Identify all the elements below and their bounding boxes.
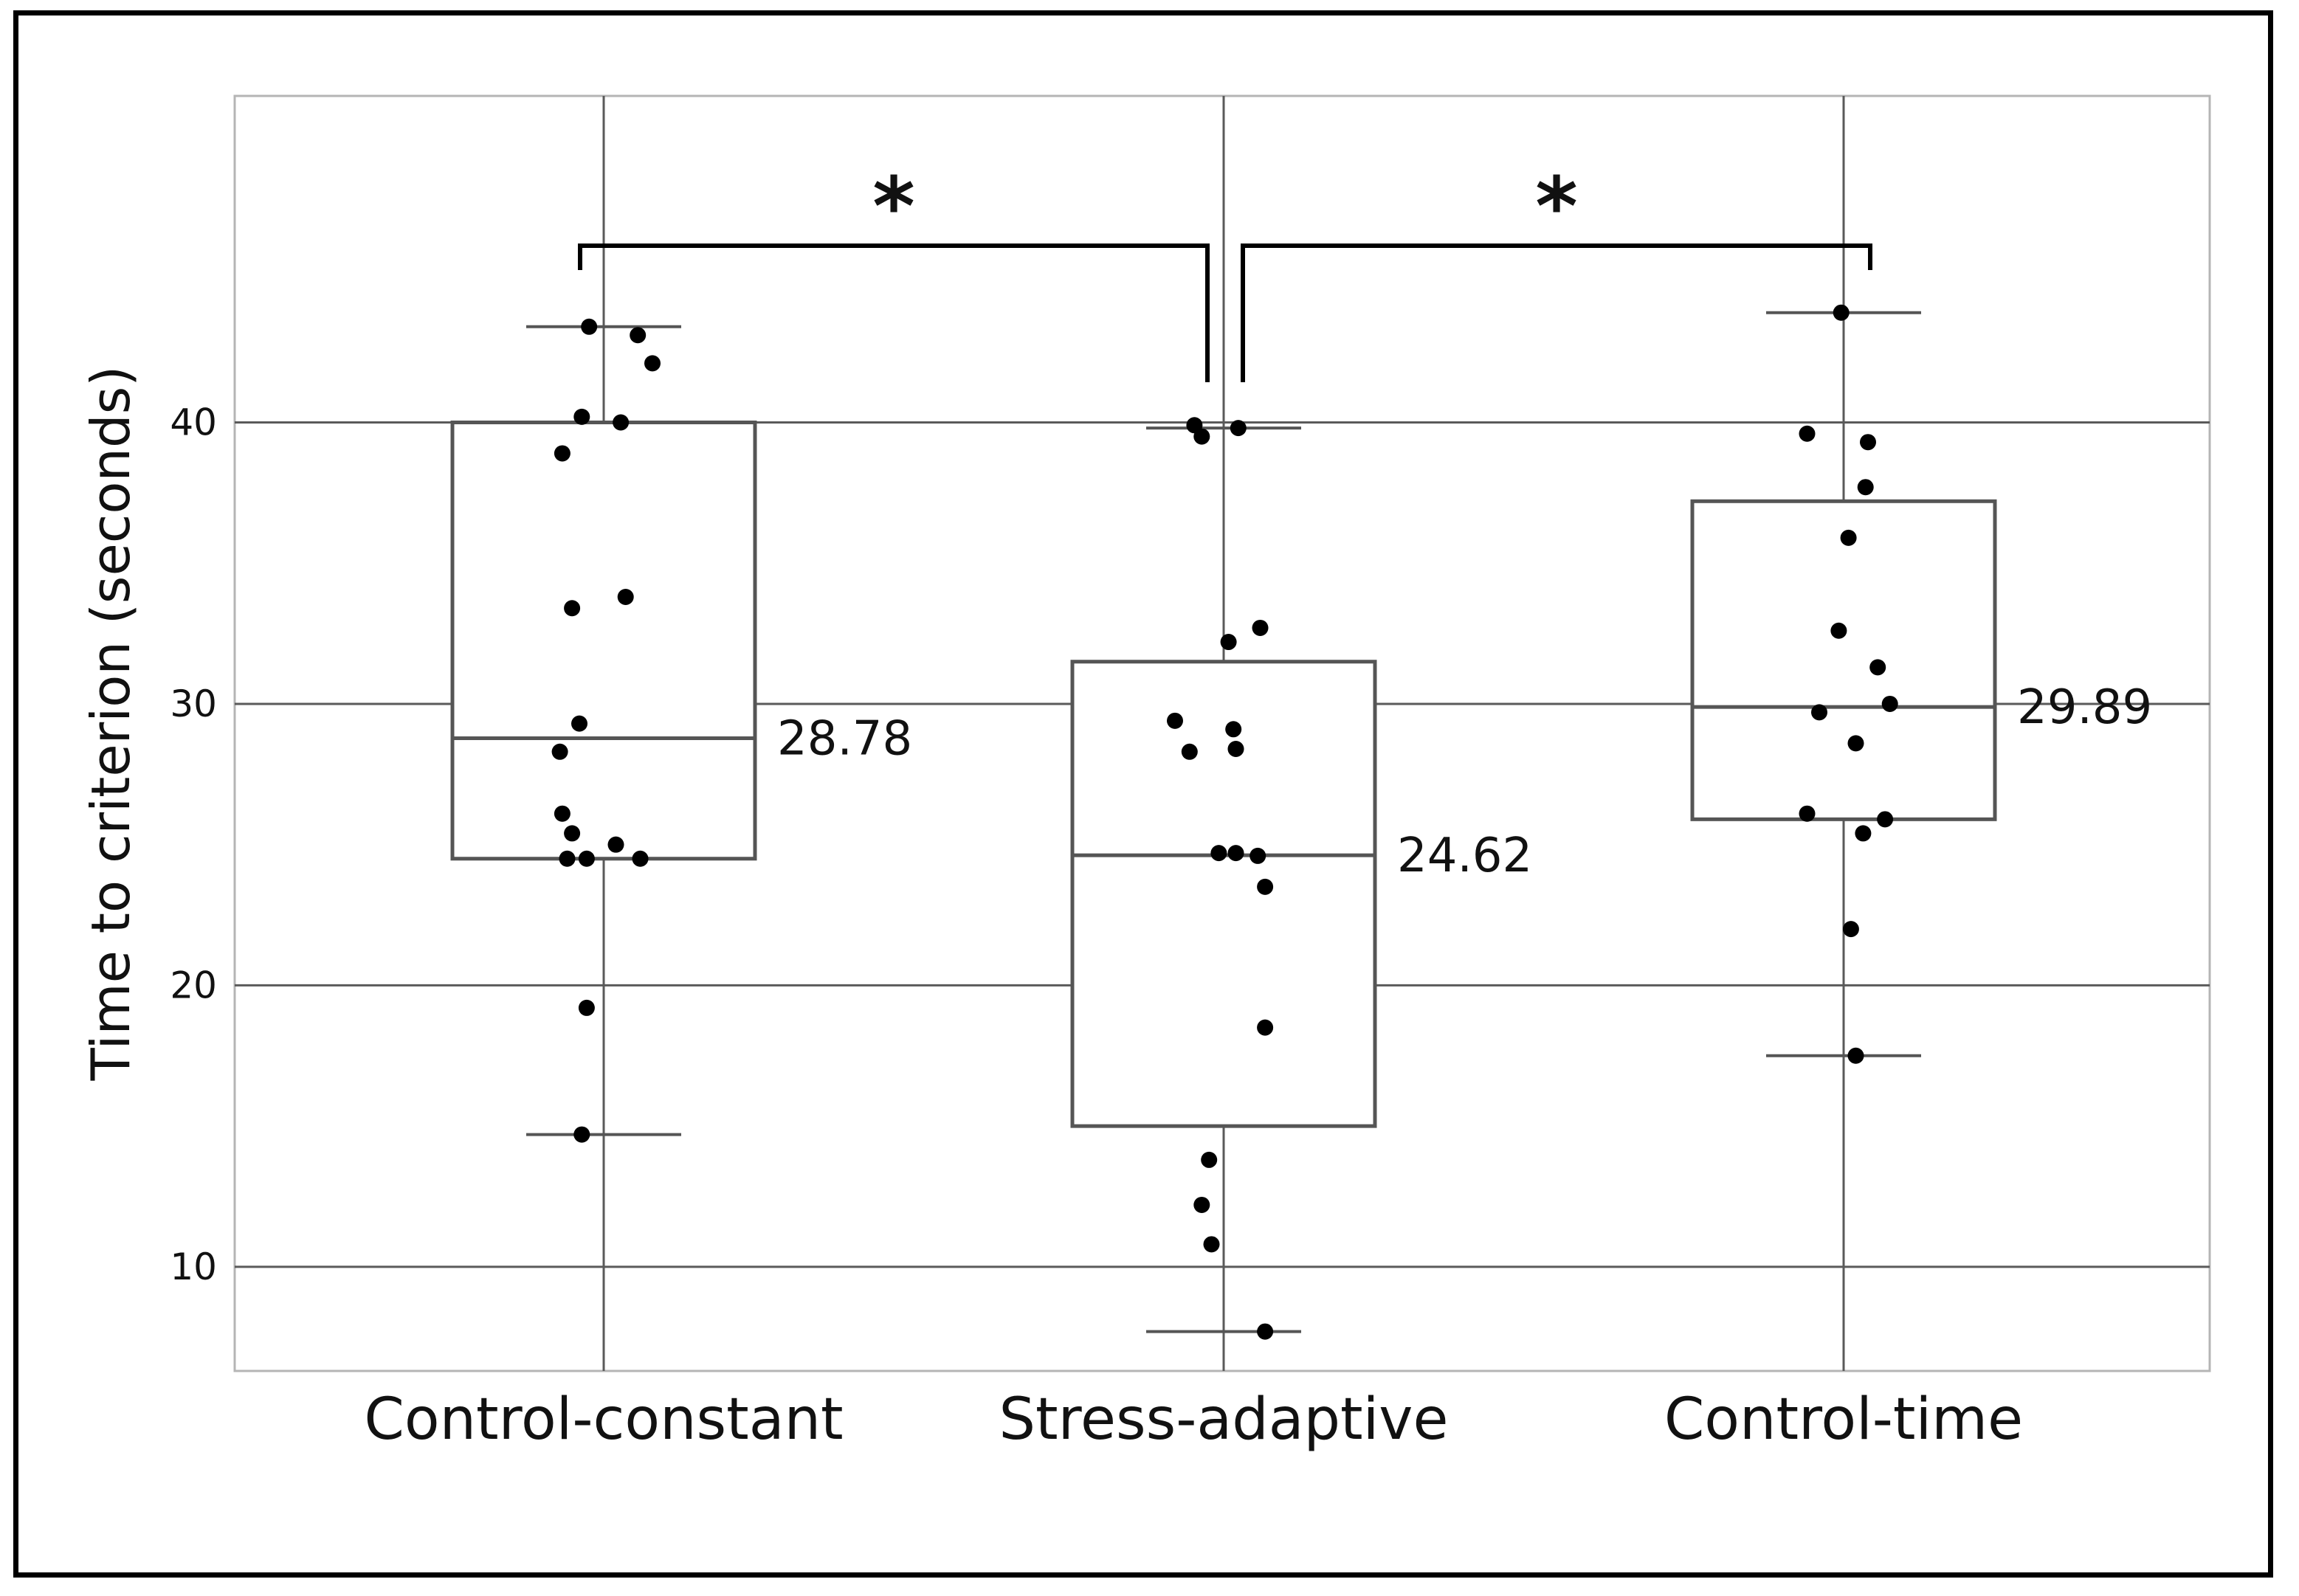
data-point-1-1 [581, 318, 598, 335]
data-point-1-3 [644, 355, 661, 372]
data-point-3-10 [1847, 735, 1864, 752]
data-point-1-14 [559, 850, 576, 867]
data-point-3-6 [1830, 622, 1847, 639]
data-point-3-12 [1877, 811, 1894, 828]
data-point-1-11 [554, 805, 571, 822]
data-point-3-1 [1833, 304, 1850, 321]
data-point-2-12 [1250, 847, 1266, 864]
data-point-1-10 [551, 743, 568, 760]
data-point-1-8 [617, 588, 634, 605]
box-2 [1070, 660, 1377, 1128]
data-point-1-16 [632, 850, 649, 867]
data-point-3-3 [1860, 434, 1876, 451]
data-point-1-15 [578, 850, 595, 867]
data-point-1-18 [573, 1126, 590, 1143]
data-point-2-14 [1257, 1019, 1274, 1036]
box-3 [1690, 499, 1997, 821]
data-point-1-2 [630, 327, 647, 344]
data-point-1-17 [578, 999, 595, 1016]
data-point-1-4 [573, 408, 590, 425]
data-point-2-18 [1257, 1323, 1274, 1340]
data-point-2-7 [1181, 743, 1198, 760]
median-label-1: 28.78 [777, 711, 912, 766]
box-1 [450, 420, 757, 861]
data-point-2-4 [1252, 619, 1269, 636]
median-label-3: 29.89 [2017, 680, 2152, 735]
data-point-2-2 [1193, 428, 1210, 445]
box-layer [450, 243, 1997, 1333]
data-point-2-13 [1257, 878, 1274, 895]
data-point-1-6 [554, 445, 571, 462]
data-point-3-11 [1799, 805, 1816, 822]
data-point-2-3 [1230, 420, 1247, 437]
data-point-3-4 [1857, 479, 1874, 496]
data-point-1-9 [571, 715, 587, 732]
data-point-3-8 [1811, 704, 1827, 721]
y-tick-label-30: 30 [170, 683, 217, 725]
data-point-1-13 [607, 836, 624, 853]
significance-bracket-1 [578, 243, 1210, 382]
data-point-1-12 [564, 825, 581, 842]
data-point-3-7 [1869, 659, 1886, 676]
data-point-3-9 [1881, 695, 1898, 712]
data-point-2-15 [1201, 1151, 1218, 1168]
text-layer: Time to criterion (seconds) 10 20 30 40Cont… [80, 159, 2152, 1453]
data-point-3-5 [1840, 529, 1857, 546]
x-category-label-3: Control-time [1664, 1386, 2023, 1453]
plot-area-border [233, 94, 2211, 1372]
y-tick-label-40: 40 [170, 401, 217, 443]
y-axis-label: Time to criterion (seconds) [80, 366, 142, 1082]
significance-star-2: * [1535, 159, 1578, 254]
data-point-2-17 [1203, 1236, 1220, 1253]
x-category-label-1: Control-constant [364, 1386, 843, 1453]
data-point-1-5 [613, 414, 630, 431]
significance-bracket-2 [1241, 243, 1872, 382]
data-point-2-5 [1220, 634, 1237, 651]
data-point-2-9 [1227, 740, 1244, 757]
y-tick-label-10: 10 [170, 1246, 217, 1288]
median-label-2: 24.62 [1397, 829, 1532, 883]
data-point-2-6 [1167, 712, 1183, 729]
data-point-1-7 [564, 600, 581, 617]
data-point-2-11 [1227, 845, 1244, 862]
data-point-3-15 [1847, 1047, 1864, 1064]
data-point-2-8 [1225, 721, 1242, 738]
data-point-2-10 [1210, 845, 1227, 862]
data-point-3-13 [1855, 825, 1872, 842]
data-point-2-16 [1193, 1196, 1210, 1213]
significance-star-1: * [872, 159, 915, 254]
y-tick-label-20: 20 [170, 964, 217, 1006]
x-category-label-2: Stress-adaptive [999, 1386, 1449, 1453]
data-point-3-14 [1842, 921, 1859, 938]
data-point-3-2 [1799, 425, 1816, 442]
point-layer [551, 304, 1898, 1340]
